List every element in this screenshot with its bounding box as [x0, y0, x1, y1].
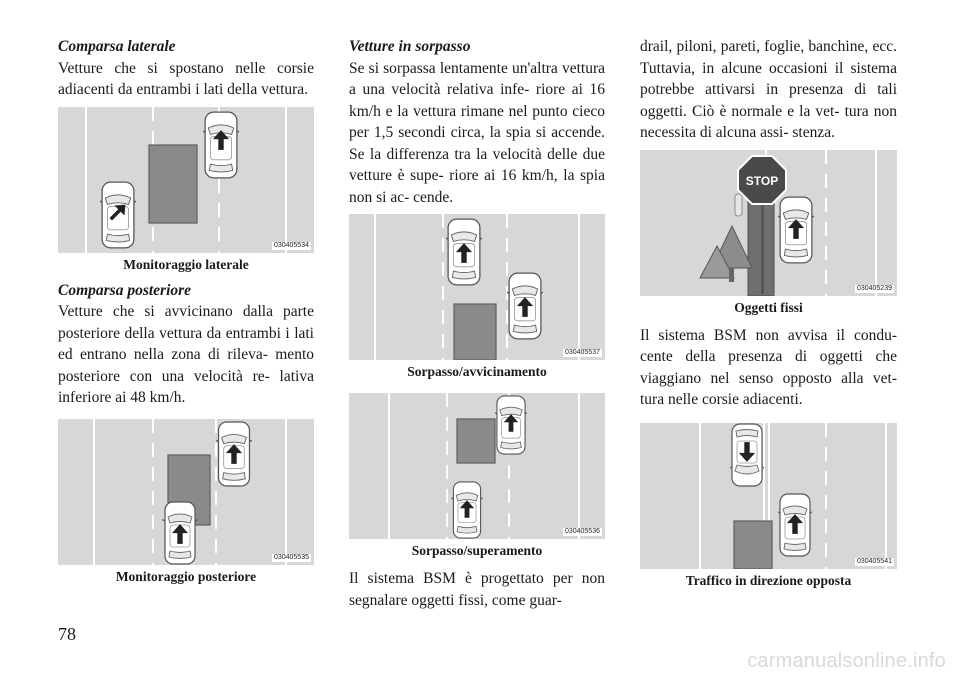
detection-zone — [456, 418, 496, 464]
paragraph-vetture-in-sorpasso: Se si sorpassa lentamente un'altra vettu… — [349, 59, 605, 206]
road-illustration — [374, 214, 580, 360]
figure-sorpasso-avvicinamento: 030405537 — [349, 214, 605, 360]
car-icon — [100, 181, 136, 248]
caption-sorpasso-avvicinamento: Sorpasso/avvicinamento — [407, 364, 547, 379]
watermark: carmanualsonline.info — [747, 650, 946, 672]
figure-code: 030405536 — [562, 528, 602, 536]
page-number: 78 — [58, 624, 76, 644]
column-middle: Vetture in sorpasso Se si sorpassa lenta… — [349, 36, 605, 611]
paragraph-oggetti-fissi: drail, piloni, pareti, foglie, banchine,… — [640, 38, 897, 141]
paragraph-comparsa-laterale: Vetture che si spostano nelle corsie adi… — [58, 59, 314, 99]
caption-monitoraggio-laterale: Monitoraggio laterale — [123, 256, 249, 272]
figure-sorpasso-superamento: 030405536 — [349, 393, 605, 539]
heading-comparsa-laterale: Comparsa laterale — [58, 38, 176, 55]
caption-monitoraggio-posteriore: Monitoraggio posteriore — [115, 568, 257, 584]
figure-code: 030405535 — [271, 553, 311, 562]
road-illustration — [85, 106, 287, 253]
figure-monitoraggio-laterale: 030405534 — [58, 106, 314, 253]
figure-code: 030405239 — [854, 284, 894, 293]
figure-oggetti-fissi: STOP 030405239 — [640, 149, 897, 296]
figure-monitoraggio-posteriore: 030405535 — [58, 418, 314, 565]
figure-code: 030405534 — [271, 241, 311, 250]
caption-sorpasso-superamento: Sorpasso/superamento — [411, 543, 543, 558]
detection-zone — [733, 519, 773, 569]
paragraph-traffico-opposto: Il sistema BSM non avvisa il condu- cent… — [640, 326, 897, 409]
stop-sign-text: STOP — [746, 174, 778, 188]
caption-oggetti-fissi: Oggetti fissi — [734, 299, 803, 315]
tree-icon — [699, 224, 753, 282]
column-left: Comparsa laterale Vetture che si spostan… — [58, 36, 314, 586]
road-illustration — [388, 393, 580, 539]
paragraph-bsm-oggetti-fissi: Il sistema BSM è progettato per non segn… — [349, 570, 605, 609]
detection-zone — [148, 143, 198, 224]
heading-vetture-in-sorpasso: Vetture in sorpasso — [349, 38, 471, 55]
detection-zone — [453, 303, 497, 360]
paragraph-comparsa-posteriore: Vetture che si avvicinano dalla parte po… — [58, 303, 314, 406]
figure-traffico-direzione-opposta: 030405541 — [640, 422, 897, 569]
figure-code: 030405541 — [854, 557, 894, 566]
stop-sign-icon: STOP — [737, 154, 787, 294]
figure-code: 030405537 — [562, 349, 602, 357]
pillar-icon — [734, 193, 743, 216]
road-illustration — [93, 418, 287, 565]
column-right: drail, piloni, pareti, foglie, banchine,… — [640, 36, 897, 590]
road-illustration — [699, 422, 887, 569]
road-illustration: STOP — [699, 149, 877, 296]
caption-traffico-direzione-opposta: Traffico in direzione opposta — [685, 572, 852, 588]
heading-comparsa-posteriore: Comparsa posteriore — [58, 281, 192, 299]
